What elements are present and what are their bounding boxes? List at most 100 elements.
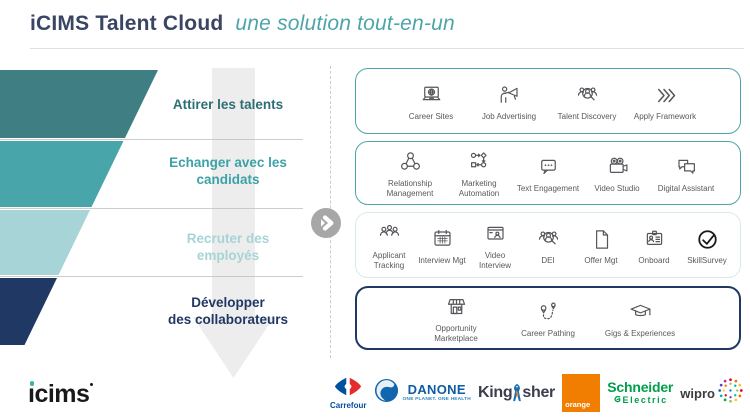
onboard-icon	[641, 225, 668, 254]
career-sites-icon	[418, 81, 445, 110]
kingfisher-label-post: sher	[522, 384, 555, 401]
funnel-stage-label-line: Echanger avec les	[169, 155, 287, 170]
module-label: Opportunity Marketplace	[434, 324, 478, 343]
module-label: Talent Discovery	[557, 111, 617, 121]
career-pathing-icon	[535, 298, 562, 327]
kingfisher-label-pre: King	[478, 384, 513, 401]
funnel-stage-label-4: Développer des collaborateurs	[152, 294, 304, 328]
text-engagement-icon	[535, 153, 562, 182]
funnel-stage-label-line: Attirer les talents	[172, 97, 284, 112]
module-item: Video Studio	[585, 153, 649, 194]
funnel-stage-2	[0, 141, 124, 207]
icims-brand-text: cims	[34, 380, 90, 408]
funnel-stage-4	[0, 278, 57, 345]
kingfisher-bird-icon	[512, 383, 522, 404]
module-label: Career Pathing	[521, 328, 575, 338]
funnel-stage-label-2: Echanger avec les candidats	[152, 154, 304, 188]
schneider-label: Schneider	[607, 379, 674, 395]
danone-tagline: ONE PLANET. ONE HEALTH	[402, 397, 471, 403]
solution-row-hire: Applicant Tracking Interview Mgt Video Int…	[355, 212, 741, 278]
stage-separators	[0, 139, 303, 277]
partner-logo-kingfisher: King sher	[478, 383, 555, 404]
partner-logo-orange: orange	[562, 374, 601, 412]
page-title: iCIMS Talent Cloud	[30, 12, 224, 35]
marketing-automation-icon	[466, 148, 493, 177]
down-arrow-icon	[193, 68, 274, 378]
module-item: Job Advertising	[475, 81, 543, 122]
module-label: SkillSurvey	[687, 255, 727, 265]
module-label: Offer Mgt	[584, 255, 618, 265]
talent-funnel-graphic	[0, 68, 303, 378]
skillsurvey-icon	[694, 225, 721, 254]
dei-icon	[535, 225, 562, 254]
danone-globe-icon	[374, 378, 399, 408]
danone-label: DANONE	[407, 382, 466, 398]
icims-i-teal-dot: ı	[28, 380, 35, 408]
offer-mgt-icon	[588, 225, 615, 254]
funnel-stage-label-line: candidats	[196, 172, 260, 187]
relationship-management-icon	[397, 148, 424, 177]
module-label: Applicant Tracking	[372, 251, 406, 270]
talent-discovery-icon	[574, 81, 601, 110]
module-item: Talent Discovery	[553, 81, 621, 122]
page-header: iCIMS Talent Cloud une solution tout-en-…	[30, 12, 740, 36]
funnel-stage-label-line: employés	[196, 248, 260, 263]
digital-assistant-icon	[673, 153, 700, 182]
funnel-stage-label-line: Développer	[191, 295, 265, 310]
module-label: Apply Framework	[633, 111, 697, 121]
apply-framework-icon	[652, 81, 679, 110]
teal-dot-icon	[29, 381, 34, 386]
module-item: Interview Mgt	[417, 225, 467, 266]
trademark-dot-icon	[90, 383, 94, 386]
funnel-stage-label-line: des collaborateurs	[167, 312, 289, 327]
module-item: Relationship Management	[378, 148, 442, 198]
video-studio-icon	[604, 153, 631, 182]
module-label: Interview Mgt	[418, 255, 466, 265]
module-item: Career Sites	[397, 81, 465, 122]
partner-logo-carrefour: Carrefour	[330, 376, 366, 410]
module-label: Relationship Management	[386, 179, 434, 198]
interview-mgt-icon	[429, 225, 456, 254]
funnel-stage-label-line: Recruter des	[186, 231, 270, 246]
module-item: Apply Framework	[631, 81, 699, 122]
opportunity-marketplace-icon	[443, 293, 470, 322]
module-item: DEI	[523, 225, 573, 266]
solution-row-advance: Opportunity Marketplace Career Pathing Gig…	[355, 286, 741, 350]
module-item: Onboard	[629, 225, 679, 266]
applicant-tracking-icon	[376, 220, 403, 249]
funnel-stage-3	[0, 210, 90, 275]
module-label: Digital Assistant	[657, 183, 715, 193]
carrefour-label: Carrefour	[330, 401, 367, 410]
video-interview-icon	[482, 220, 509, 249]
module-item: Offer Mgt	[576, 225, 626, 266]
module-label: Video Studio	[594, 183, 640, 193]
page-subtitle: une solution tout-en-un	[235, 12, 455, 35]
schneider-loop-icon	[613, 395, 622, 406]
funnel-stage-1	[0, 70, 158, 138]
schneider-electric-line: Electric	[613, 395, 668, 406]
orange-label: orange	[565, 400, 591, 409]
next-arrow-button[interactable]	[310, 207, 342, 239]
wipro-sunburst-icon	[717, 377, 744, 409]
schneider-electric-label: Electric	[622, 395, 668, 405]
module-label: Marketing Automation	[458, 179, 500, 198]
module-label: Video Interview	[478, 251, 511, 270]
solution-row-engage: Relationship Management Marketing Automat…	[355, 141, 741, 205]
funnel-stage-label-1: Attirer les talents	[152, 96, 304, 113]
module-item: Text Engagement	[516, 153, 580, 194]
module-label: Onboard	[638, 255, 670, 265]
module-item: Opportunity Marketplace	[417, 293, 495, 343]
module-label: Job Advertising	[481, 111, 537, 121]
module-item: Video Interview	[470, 220, 520, 270]
title-underline	[30, 48, 744, 49]
module-item: Gigs & Experiences	[601, 298, 679, 339]
module-label: Career Sites	[408, 111, 454, 121]
module-item: Marketing Automation	[447, 148, 511, 198]
wipro-label: wipro	[680, 385, 715, 401]
